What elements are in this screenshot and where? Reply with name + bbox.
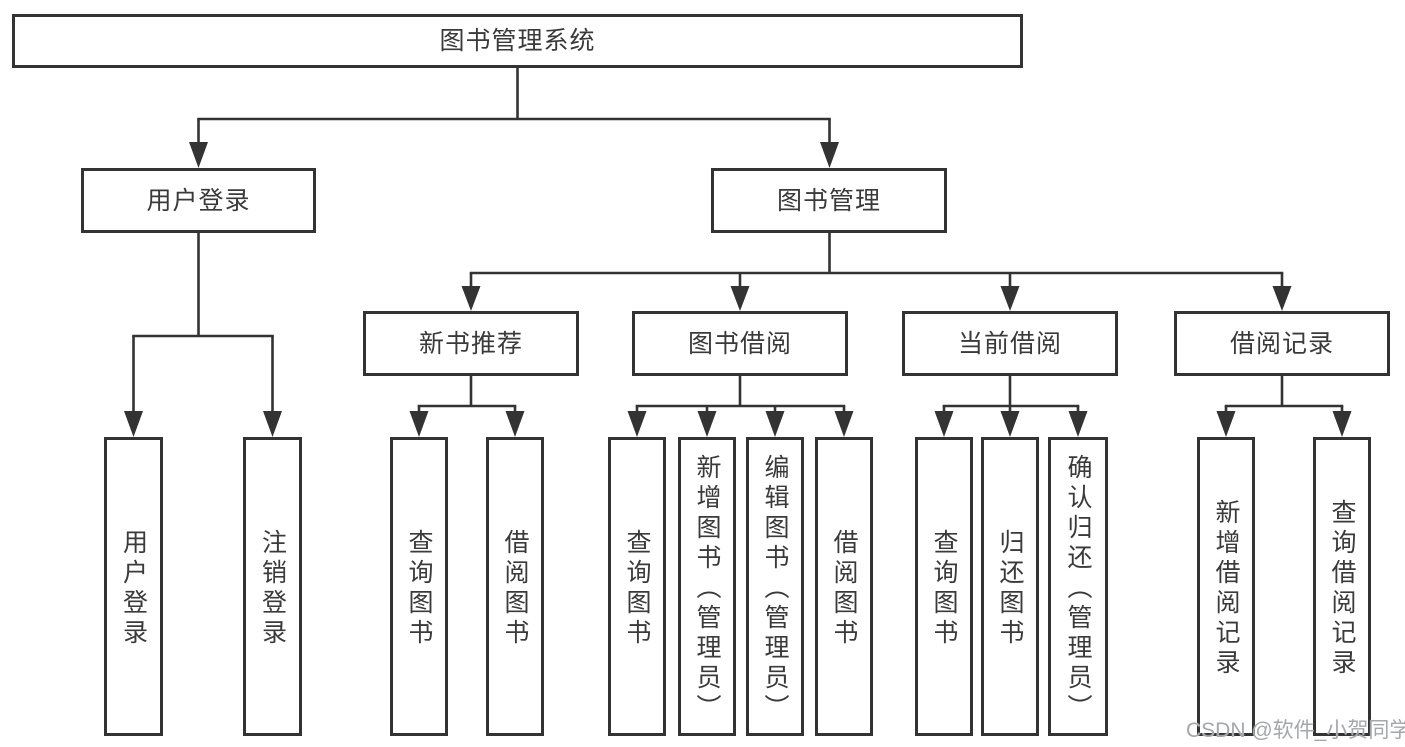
leaf-add-borrow-record: 新增借阅记录 (1197, 437, 1255, 736)
leaf-borrow-books-borrowing: 借阅图书 (815, 437, 873, 736)
leaf-logout-label: 注销登录 (258, 528, 287, 649)
leaf-query-books-current: 查询图书 (915, 437, 973, 736)
leaf-borrow-books-recommend: 借阅图书 (486, 437, 544, 736)
leaf-query-borrow-record: 查询借阅记录 (1313, 437, 1371, 736)
leaf-borrow-books-borrowing-label: 借阅图书 (830, 528, 858, 649)
leaf-query-books-recommend: 查询图书 (390, 437, 448, 736)
node-book-borrowing-label: 图书借阅 (687, 329, 792, 358)
leaf-edit-book-admin: 编辑图书（管理员） (746, 437, 804, 736)
leaf-confirm-return-admin: 确认归还（管理员） (1048, 437, 1108, 736)
watermark: CSDN @软件_小贺同学 (1186, 719, 1405, 742)
leaf-logout: 注销登录 (243, 437, 302, 736)
leaf-return-books: 归还图书 (981, 437, 1039, 736)
leaf-borrow-books-recommend-label: 借阅图书 (501, 528, 529, 649)
leaf-add-borrow-record-label: 新增借阅记录 (1212, 498, 1240, 679)
leaf-add-book-admin: 新增图书（管理员） (678, 437, 736, 736)
leaf-add-book-admin-label: 新增图书（管理员） (693, 453, 721, 724)
node-book-borrowing: 图书借阅 (632, 311, 848, 376)
node-user-login-label: 用户登录 (146, 186, 251, 215)
node-book-management: 图书管理 (711, 168, 947, 233)
leaf-confirm-return-admin-label: 确认归还（管理员） (1064, 453, 1092, 724)
node-current-borrowing: 当前借阅 (902, 311, 1118, 376)
leaf-edit-book-admin-label: 编辑图书（管理员） (761, 453, 789, 724)
node-borrowing-records-label: 借阅记录 (1229, 329, 1334, 358)
leaf-user-login-label: 用户登录 (119, 528, 148, 649)
node-book-management-label: 图书管理 (776, 186, 881, 215)
node-current-borrowing-label: 当前借阅 (957, 329, 1062, 358)
node-user-login: 用户登录 (81, 168, 316, 233)
leaf-return-books-label: 归还图书 (996, 528, 1024, 649)
node-borrowing-records: 借阅记录 (1174, 311, 1390, 376)
leaf-query-books-recommend-label: 查询图书 (405, 528, 433, 649)
node-root: 图书管理系统 (12, 14, 1023, 68)
leaf-query-books-borrowing-label: 查询图书 (623, 528, 651, 649)
leaf-query-books-current-label: 查询图书 (930, 528, 958, 649)
leaf-user-login: 用户登录 (104, 437, 163, 736)
node-new-book-recommendation-label: 新书推荐 (418, 329, 523, 358)
node-root-label: 图书管理系统 (439, 27, 596, 55)
leaf-query-borrow-record-label: 查询借阅记录 (1328, 498, 1356, 679)
leaf-query-books-borrowing: 查询图书 (608, 437, 666, 736)
node-new-book-recommendation: 新书推荐 (363, 311, 579, 376)
